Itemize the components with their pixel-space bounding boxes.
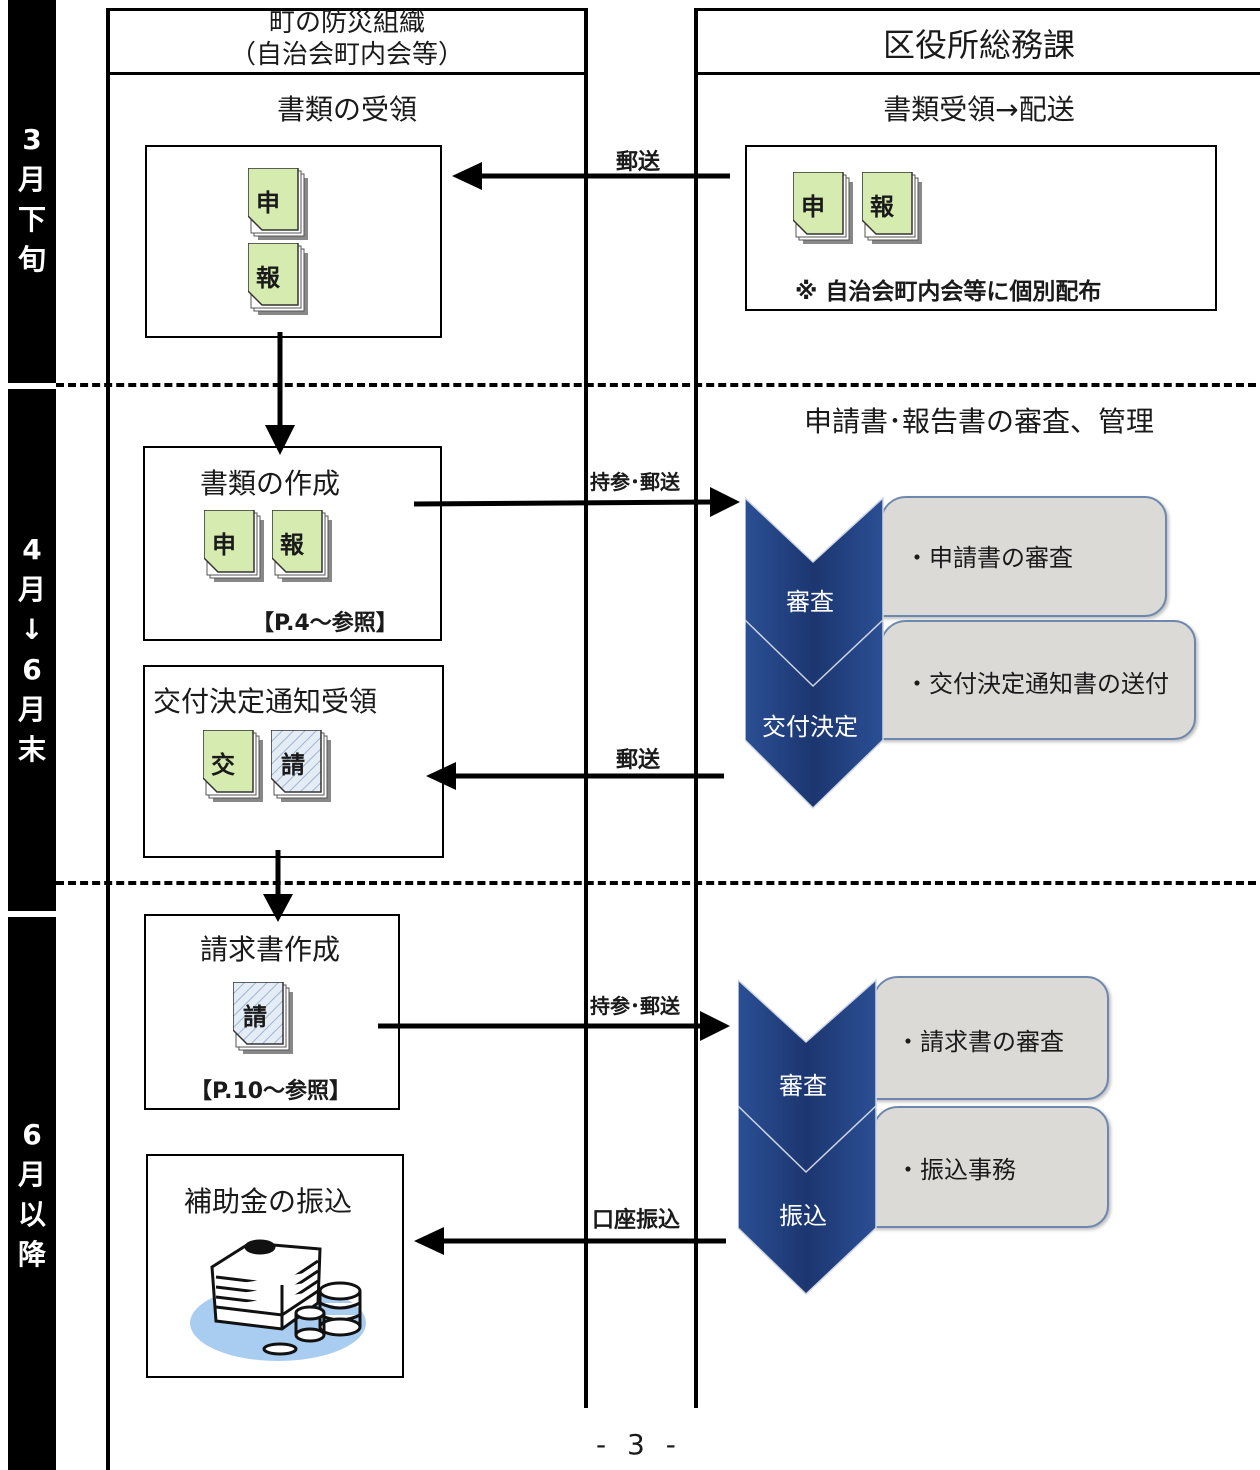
chevron-label-grant: 交付決定 bbox=[762, 713, 858, 741]
lane-line-right-inner bbox=[694, 8, 698, 1408]
grant-step-text: ・交付決定通知書の送付 bbox=[905, 670, 1169, 698]
application-document-icon: 申 bbox=[247, 167, 308, 240]
process-chevrons-phase2 bbox=[745, 496, 884, 810]
lane-line-left-outer bbox=[106, 8, 110, 1470]
phase1-right-title: 書類受領→配送 bbox=[883, 93, 1075, 126]
left-lane-header-line1: 町の防災組織 bbox=[268, 8, 425, 38]
lane-line-left-inner bbox=[584, 8, 588, 1408]
edge-label-transfer-phase3: 口座振込 bbox=[592, 1208, 681, 1233]
grant-notice-title: 交付決定通知受領 bbox=[153, 685, 378, 718]
report-document-icon-create: 報 bbox=[271, 509, 332, 582]
invoice-document-icon-notice: 請 bbox=[270, 729, 331, 802]
period-label-april-june: 4 月 ↓ 6 月 末 bbox=[17, 533, 46, 766]
period-bar-after-june bbox=[8, 917, 56, 1470]
report-document-icon: 報 bbox=[247, 242, 308, 315]
application-document-icon-dispatch: 申 bbox=[792, 171, 853, 244]
period-label-after-june: 6 月 以 降 bbox=[17, 1118, 46, 1271]
edge-label-mail-phase1: 郵送 bbox=[616, 150, 661, 175]
review-step-text: ・申請書の審査 bbox=[905, 544, 1073, 572]
chevron-label-review: 審査 bbox=[786, 588, 834, 616]
create-documents-title: 書類の作成 bbox=[200, 467, 341, 500]
invoice-create-reference: 【P.10〜参照】 bbox=[190, 1079, 352, 1104]
period-divider-2 bbox=[56, 881, 1256, 885]
period-bar-april-june bbox=[8, 389, 56, 911]
period-bar-march bbox=[8, 0, 56, 383]
subsidy-transfer-title: 補助金の振込 bbox=[184, 1185, 353, 1218]
create-documents-reference: 【P.4〜参照】 bbox=[252, 611, 398, 636]
dispatch-note: ※ 自治会町内会等に個別配布 bbox=[795, 279, 1102, 305]
invoice-review-step-text: ・請求書の審査 bbox=[896, 1028, 1064, 1056]
grant-document-icon: 交 bbox=[202, 729, 263, 802]
chevron-label-transfer: 振込 bbox=[779, 1202, 827, 1230]
review-step-box bbox=[880, 496, 1167, 617]
left-lane-header-line2: （自治会町内会等） bbox=[229, 40, 464, 70]
invoice-document-icon: 請 bbox=[232, 981, 293, 1054]
report-document-icon-dispatch: 報 bbox=[861, 171, 922, 244]
transfer-step-box bbox=[872, 1106, 1109, 1228]
invoice-review-step-box bbox=[872, 976, 1109, 1100]
period-label-march: 3 月 下 旬 bbox=[17, 123, 46, 276]
process-chevrons-phase3 bbox=[738, 978, 877, 1296]
edge-label-submit-phase3: 持参･郵送 bbox=[590, 994, 680, 1018]
lane-top-right bbox=[694, 8, 1260, 11]
period-divider-1 bbox=[56, 383, 1256, 387]
phase2-right-title: 申請書･報告書の審査、管理 bbox=[803, 405, 1154, 438]
lane-header-divider-right bbox=[694, 72, 1260, 75]
application-document-icon-create: 申 bbox=[203, 509, 264, 582]
transfer-step-text: ・振込事務 bbox=[896, 1156, 1016, 1184]
lane-top-left bbox=[106, 8, 588, 11]
invoice-create-title: 請求書作成 bbox=[200, 933, 341, 966]
page-number: - 3 - bbox=[596, 1428, 682, 1461]
lane-header-divider-left bbox=[106, 72, 588, 75]
edge-label-mail-phase2: 郵送 bbox=[616, 748, 661, 773]
edge-label-submit-phase2: 持参･郵送 bbox=[590, 470, 680, 494]
chevron-label-invoice-review: 審査 bbox=[779, 1072, 827, 1100]
right-lane-header: 区役所総務課 bbox=[882, 26, 1075, 64]
money-icon bbox=[190, 1239, 366, 1361]
phase1-left-title: 書類の受領 bbox=[276, 93, 417, 126]
